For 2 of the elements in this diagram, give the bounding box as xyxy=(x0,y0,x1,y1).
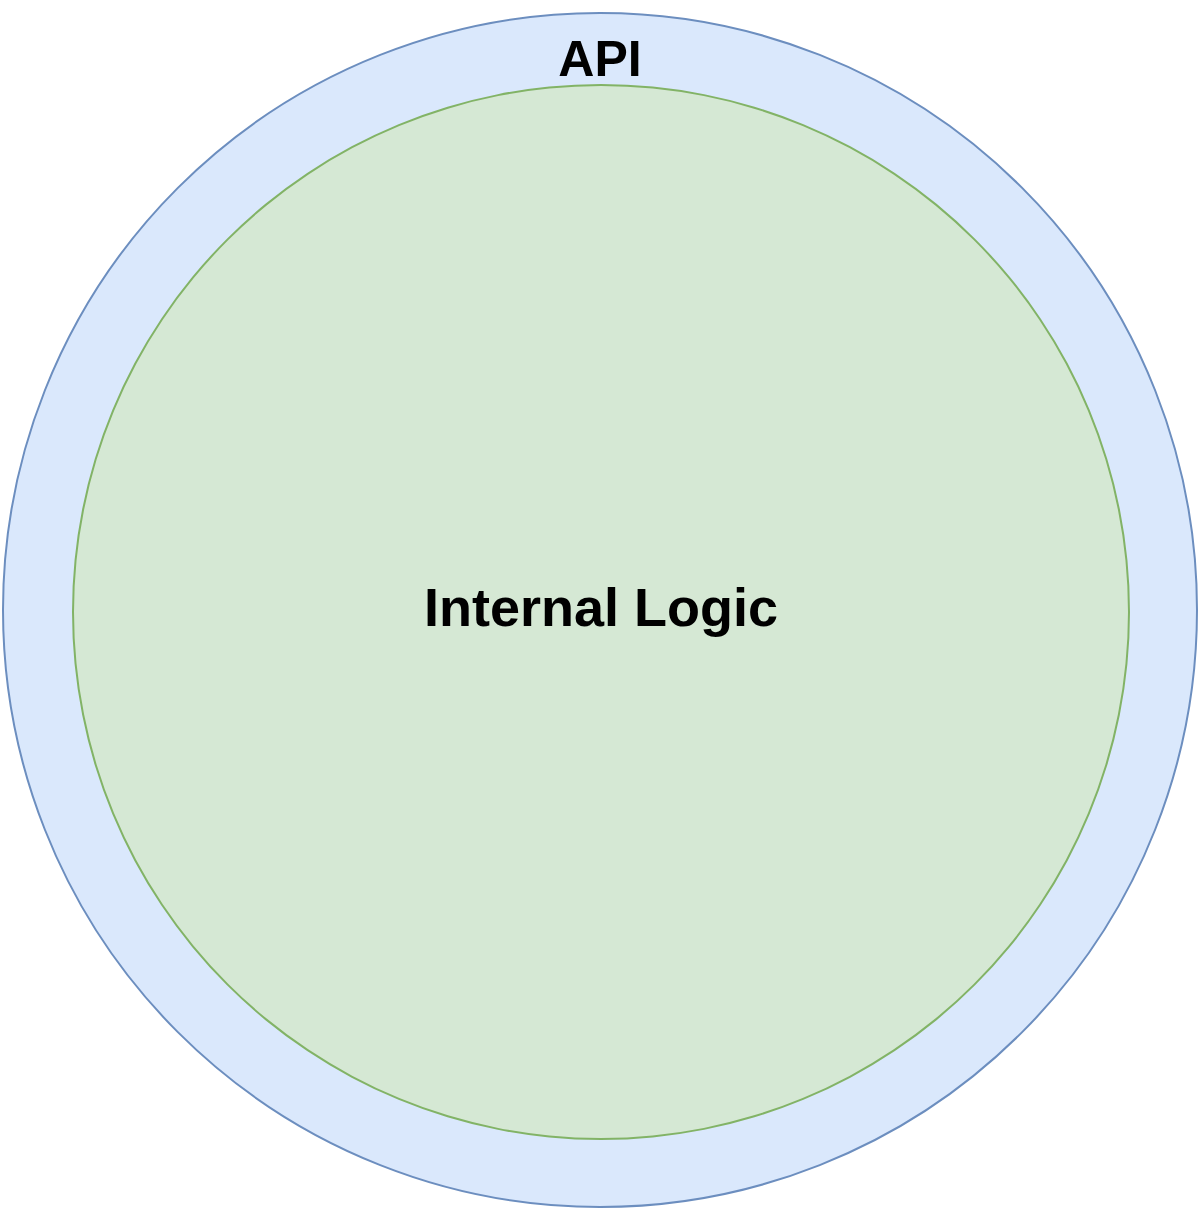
circle-label: API xyxy=(558,30,642,88)
circle-label: Internal Logic xyxy=(423,576,778,638)
